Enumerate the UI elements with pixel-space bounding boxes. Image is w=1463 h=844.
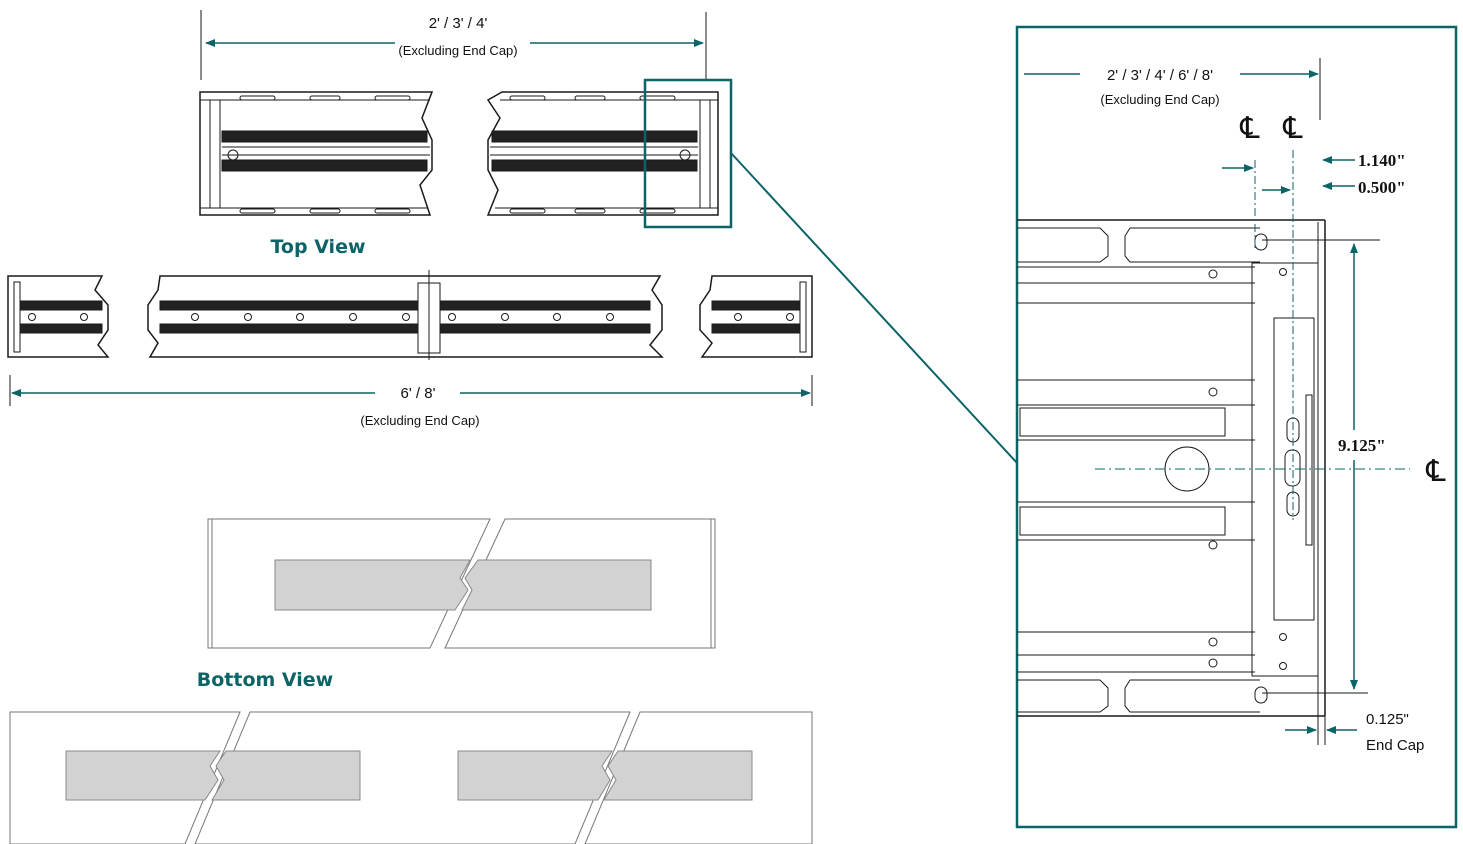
dim-1140-label: 1.140": [1358, 151, 1406, 170]
detail-dimension-note: (Excluding End Cap): [1100, 92, 1219, 107]
bottom-view-long-drawing: [9, 711, 813, 844]
bottom-view-label: Bottom View: [197, 669, 334, 691]
centerline-symbol-3: ℄: [1425, 454, 1445, 489]
long-fixture-drawing: [7, 270, 813, 360]
detail-dimension-label: 2' / 3' / 4' / 6' / 8': [1107, 67, 1213, 84]
centerline-symbol-2: ℄: [1282, 111, 1302, 146]
detail-leader-line: [730, 152, 1018, 464]
top-view-label: Top View: [270, 236, 365, 258]
dim-9125-label: 9.125": [1338, 436, 1386, 455]
bottom-view-drawing: [207, 518, 716, 649]
centerline-symbol-1: ℄: [1239, 111, 1259, 146]
top-dimension-label: 2' / 3' / 4': [429, 15, 488, 32]
dim-0500-label: 0.500": [1358, 178, 1406, 197]
long-dimension-label: 6' / 8': [401, 385, 436, 402]
long-dimension-note: (Excluding End Cap): [360, 413, 479, 428]
detail-panel-frame: [1015, 25, 1458, 829]
end-cap-label: End Cap: [1366, 737, 1424, 754]
top-dimension-note: (Excluding End Cap): [398, 43, 517, 58]
dim-0125-label: 0.125": [1366, 711, 1409, 728]
top-view-drawing: [199, 10, 719, 216]
